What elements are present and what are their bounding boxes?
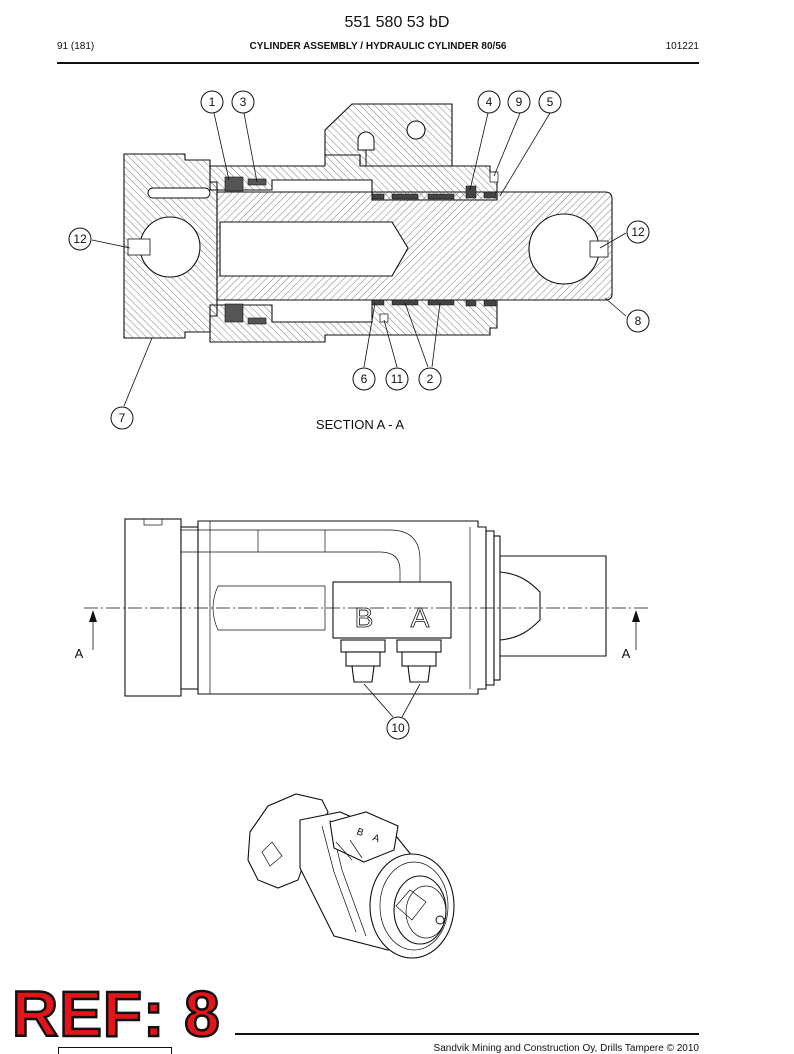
fitting-a bbox=[396, 639, 442, 683]
svg-text:11: 11 bbox=[391, 372, 404, 386]
page-header: 91 (181) CYLINDER ASSEMBLY / HYDRAULIC C… bbox=[57, 41, 699, 55]
leader-lines bbox=[91, 112, 627, 407]
side-rod-end bbox=[499, 555, 607, 657]
end-cap-channel bbox=[147, 187, 211, 199]
port-a-label: A bbox=[411, 602, 430, 633]
fitting-b bbox=[340, 639, 386, 683]
svg-text:7: 7 bbox=[119, 411, 126, 425]
grease-nipple-left bbox=[127, 238, 151, 256]
callout-12-left: 12 bbox=[68, 227, 92, 251]
section-caption: SECTION A - A bbox=[316, 417, 404, 432]
callout-4: 4 bbox=[477, 90, 501, 114]
port-channel bbox=[357, 131, 375, 151]
page-reference: 91 (181) bbox=[57, 41, 95, 52]
seal-1-bottom bbox=[224, 303, 244, 323]
section-mark-left: A bbox=[75, 646, 84, 661]
side-end-cap-notch bbox=[143, 518, 163, 526]
section-mark-right: A bbox=[622, 646, 631, 661]
callout-11: 11 bbox=[385, 367, 409, 391]
port-b-label: B bbox=[355, 602, 374, 633]
svg-text:8: 8 bbox=[635, 314, 642, 328]
side-pipe bbox=[181, 529, 421, 582]
svg-text:1: 1 bbox=[209, 95, 216, 109]
side-view: B A A A 10 bbox=[75, 518, 648, 740]
iso-port-b: B bbox=[355, 826, 365, 839]
seal-1-top bbox=[224, 176, 244, 192]
port-bore bbox=[406, 120, 426, 140]
callout-7: 7 bbox=[110, 406, 134, 430]
isometric-view: B A bbox=[247, 793, 455, 959]
svg-text:12: 12 bbox=[631, 225, 645, 239]
callout-6: 6 bbox=[352, 367, 376, 391]
iso-port-block bbox=[329, 811, 399, 863]
callout-9: 9 bbox=[507, 90, 531, 114]
svg-text:5: 5 bbox=[547, 95, 554, 109]
svg-text:9: 9 bbox=[516, 95, 523, 109]
footer-divider bbox=[235, 1033, 699, 1035]
side-end-cap bbox=[124, 518, 182, 697]
document-number: 551 580 53 bD bbox=[344, 14, 450, 31]
side-port-block bbox=[332, 581, 452, 639]
callout-1: 1 bbox=[200, 90, 224, 114]
callout-5: 5 bbox=[538, 90, 562, 114]
callout-8: 8 bbox=[626, 309, 650, 333]
rod-bore bbox=[219, 221, 409, 277]
rod-eye bbox=[528, 213, 600, 285]
svg-text:2: 2 bbox=[427, 372, 434, 386]
callout-2: 2 bbox=[418, 367, 442, 391]
callout-12-right: 12 bbox=[626, 220, 650, 244]
guide-rings bbox=[371, 185, 497, 307]
svg-text:12: 12 bbox=[73, 232, 87, 246]
svg-text:10: 10 bbox=[391, 721, 405, 735]
svg-text:3: 3 bbox=[240, 95, 247, 109]
header-divider bbox=[57, 62, 699, 64]
date-code: 101221 bbox=[665, 41, 699, 52]
cylinder-housing-bottom bbox=[209, 299, 498, 343]
reference-stamp: REF: 8 bbox=[11, 978, 221, 1050]
callout-10: 10 bbox=[386, 716, 410, 740]
iso-port-a: A bbox=[371, 832, 381, 845]
section-view: 1 3 4 9 5 12 12 8 6 11 2 7 SECTION A - A bbox=[68, 90, 650, 432]
svg-text:6: 6 bbox=[361, 372, 368, 386]
port-block-section bbox=[324, 103, 453, 167]
footer-copyright: Sandvik Mining and Construction Oy, Dril… bbox=[433, 1043, 699, 1054]
grease-nipple-right bbox=[589, 240, 609, 258]
page-title: CYLINDER ASSEMBLY / HYDRAULIC CYLINDER 8… bbox=[249, 41, 507, 52]
sandvik-logo bbox=[58, 1047, 172, 1054]
seal-3-bottom bbox=[247, 317, 267, 325]
callout-3: 3 bbox=[231, 90, 255, 114]
svg-text:4: 4 bbox=[486, 95, 493, 109]
